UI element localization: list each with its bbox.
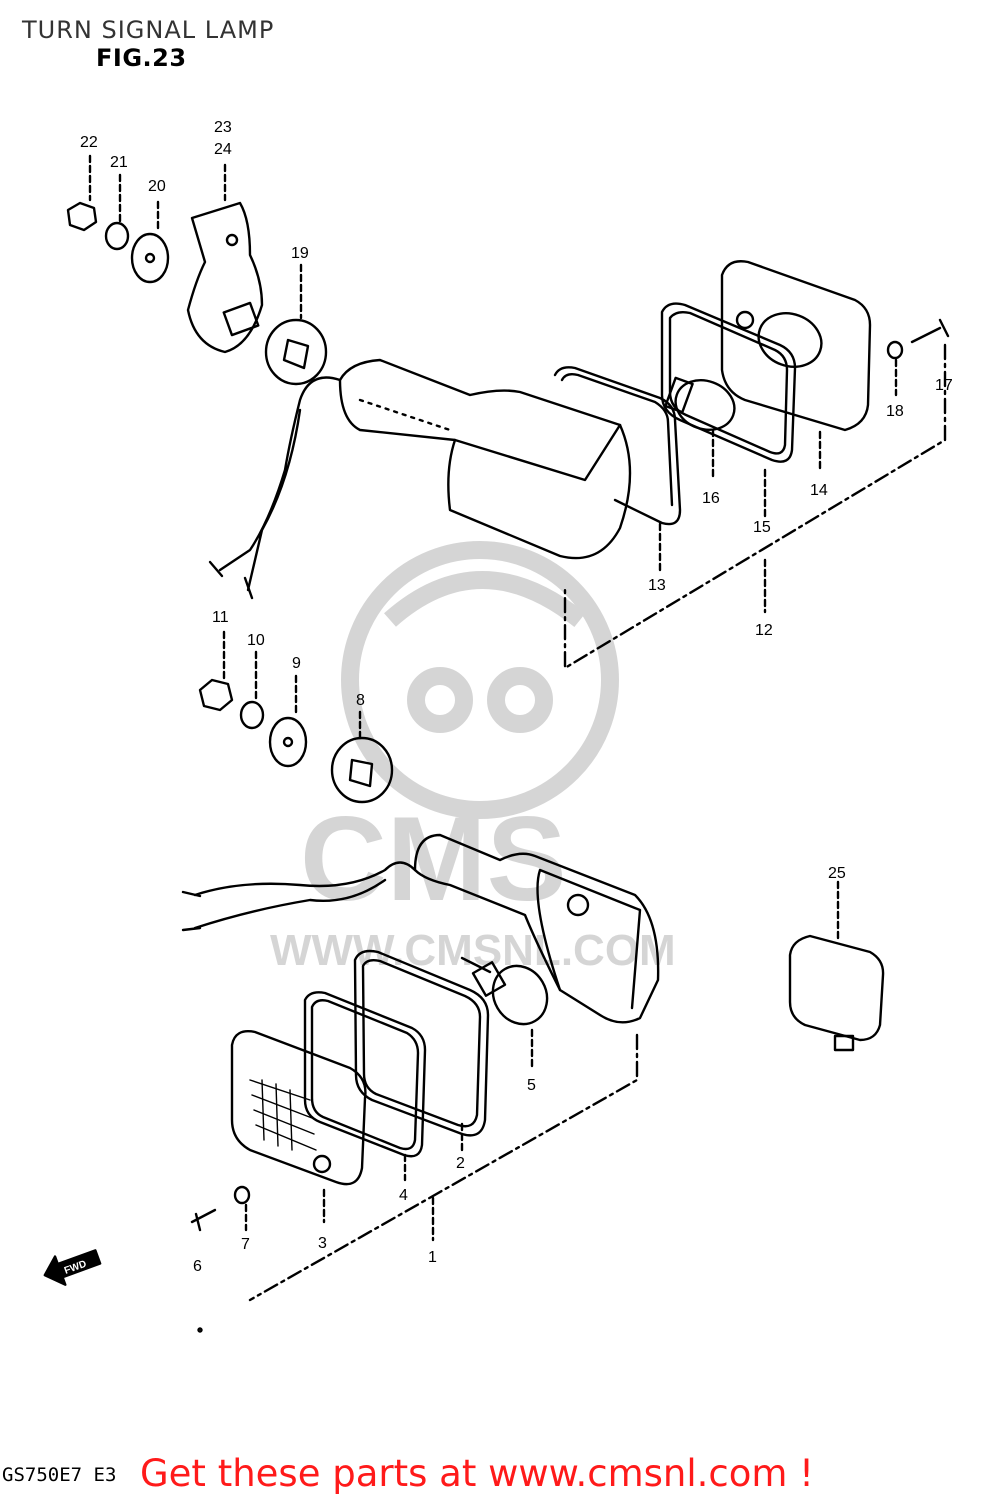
seal-2: [353, 949, 490, 1137]
part-label-13: 13: [648, 577, 666, 594]
page-title: TURN SIGNAL LAMP: [22, 16, 275, 44]
part-label-20: 20: [148, 178, 166, 195]
watermark: CMS WWW.CMSNL.COM: [270, 541, 676, 975]
part-label-22: 22: [80, 134, 98, 151]
screw-17: [910, 318, 950, 344]
part-label-11: 11: [212, 609, 229, 626]
part-label-8: 8: [356, 692, 365, 709]
lens-14: [720, 260, 872, 432]
part-label-7: 7: [241, 1236, 250, 1253]
relay-25: [788, 934, 885, 1042]
lock-washer-10: [239, 700, 265, 730]
nut-22: [66, 201, 98, 232]
part-label-2: 2: [456, 1155, 465, 1172]
watermark-url: WWW.CMSNL.COM: [270, 926, 676, 975]
lamp-body-1: [413, 833, 660, 1024]
bulb-5: [491, 964, 549, 1026]
watermark-brand: CMS: [300, 792, 567, 926]
part-label-6: 6: [193, 1258, 202, 1275]
part-label-19: 19: [291, 245, 309, 262]
gasket-4: [303, 991, 427, 1158]
screw-6: [190, 1208, 217, 1232]
assembly-line-12: [563, 343, 947, 670]
part-label-12: 12: [755, 622, 773, 639]
bulb-16: [674, 379, 736, 431]
mascot-watermark: [341, 541, 619, 819]
nut-11: [198, 678, 234, 712]
part-label-5: 5: [527, 1077, 536, 1094]
part-label-24: 24: [214, 141, 232, 158]
lamp-body-12: [338, 358, 632, 560]
assembly-line-1: [248, 1033, 639, 1302]
washer-20: [130, 232, 170, 284]
part-label-15: 15: [753, 519, 771, 536]
part-label-3: 3: [318, 1235, 327, 1252]
parts-link[interactable]: Get these parts at www.cmsnl.com !: [140, 1452, 815, 1495]
gasket-15: [660, 302, 797, 463]
wiring-lower: [193, 861, 417, 930]
part-label-21: 21: [110, 154, 128, 171]
part-label-4: 4: [399, 1187, 408, 1204]
part-label-14: 14: [810, 482, 828, 499]
washer-18: [886, 340, 904, 360]
part-label-18: 18: [886, 403, 904, 420]
lock-washer-21: [104, 221, 130, 251]
lens-3: [230, 1030, 367, 1186]
part-label-25: 25: [828, 865, 846, 882]
model-code: GS750E7 E3: [2, 1464, 117, 1486]
part-label-17: 17: [935, 377, 953, 394]
part-label-9: 9: [292, 655, 301, 672]
washer-9: [268, 716, 308, 768]
figure-number: FIG.23: [96, 44, 187, 72]
part-label-10: 10: [247, 632, 265, 649]
grommet-8: [330, 736, 394, 804]
part-label-1: 1: [428, 1249, 437, 1266]
front-arrow-icon: FWD: [43, 1249, 102, 1286]
wiring-upper: [218, 376, 342, 592]
part-number-labels: 22 21 20 23 24 19 17 18 16 14 15 13 12 1…: [80, 119, 953, 1275]
grommet-19: [264, 318, 328, 386]
bracket-23-24: [186, 201, 264, 354]
part-label-16: 16: [702, 490, 720, 507]
washer-7: [233, 1185, 251, 1205]
part-label-23: 23: [214, 119, 232, 136]
